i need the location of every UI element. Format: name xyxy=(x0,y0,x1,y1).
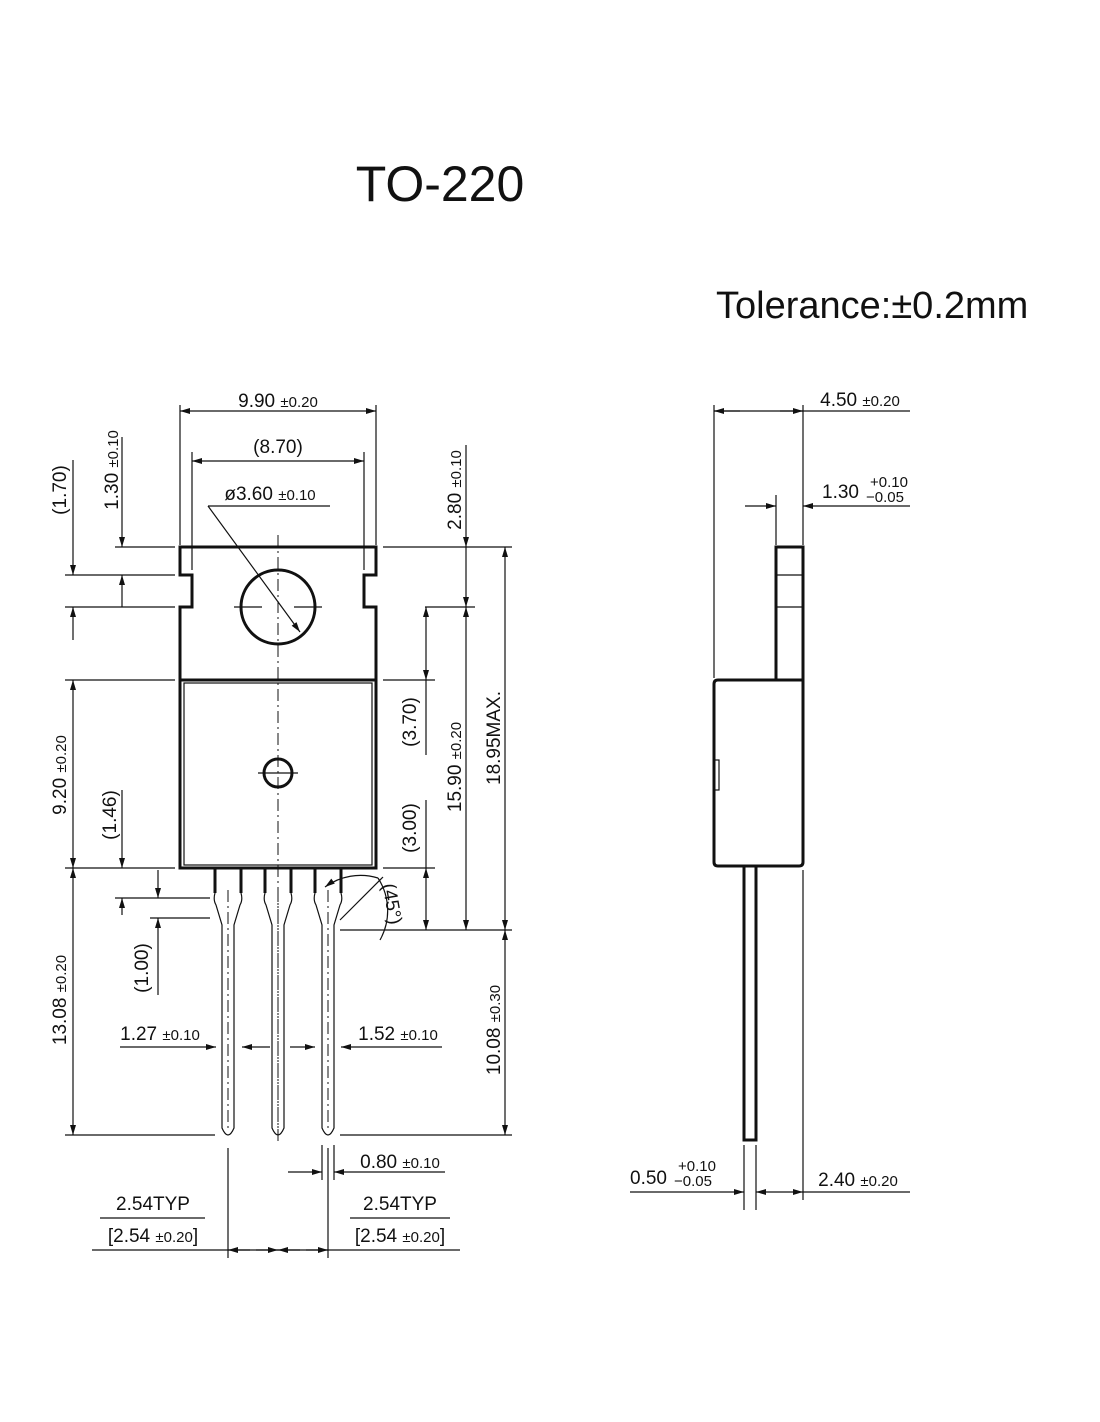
dim-lead-length: 13.08 ±0.20 xyxy=(50,955,71,1045)
side-lead xyxy=(742,864,758,1142)
dim-notch-ref: (1.70) xyxy=(50,465,71,515)
dim-lead-width-a: 1.27 ±0.10 xyxy=(120,1024,200,1045)
dim-pitch-right: [2.54 ±0.20] xyxy=(355,1226,445,1247)
dim-inner-width: (8.70) xyxy=(253,437,303,458)
dim-lead-tol-plus: +0.10 xyxy=(678,1158,716,1175)
dim-tab-thickness: 1.30 xyxy=(822,482,859,503)
body-outline xyxy=(178,678,378,870)
dim-lead-tip: 0.80 ±0.10 xyxy=(360,1152,440,1173)
dim-notch: 1.30 ±0.10 xyxy=(102,430,123,510)
dim-hole: ø3.60 ±0.10 xyxy=(224,484,315,505)
dim-lead-straight: 10.08 ±0.30 xyxy=(484,985,505,1075)
dim-hole-to-body: (3.70) xyxy=(400,697,421,747)
dim-lead-width-b: 1.52 ±0.10 xyxy=(358,1024,438,1045)
dim-tab-tol-plus: +0.10 xyxy=(870,474,908,491)
page-title: TO-220 xyxy=(356,156,525,212)
dim-angle: (45°) xyxy=(377,882,405,926)
dim-lead-step: (1.00) xyxy=(132,943,153,993)
side-view: 4.50 ±0.20 1.30 +0.10 −0.05 0.50 +0.10 −… xyxy=(630,390,910,1210)
dim-width: 9.90 ±0.20 xyxy=(238,391,318,412)
leads xyxy=(213,866,344,1137)
dim-body-to-lead-bend: (3.00) xyxy=(400,803,421,853)
dim-lead-thickness: 0.50 xyxy=(630,1168,667,1189)
dim-pitch-left: [2.54 ±0.20] xyxy=(108,1226,198,1247)
side-body xyxy=(712,678,805,868)
lead xyxy=(213,868,243,1136)
dim-body-to-bend: 15.90 ±0.20 xyxy=(445,722,466,812)
side-tab xyxy=(774,545,805,682)
dim-lead-tol-minus: −0.05 xyxy=(674,1173,712,1190)
dim-lead-offset: 2.40 ±0.20 xyxy=(818,1170,898,1191)
dim-lead-shoulder: (1.46) xyxy=(100,790,121,840)
dim-pitch-left-typ: 2.54TYP xyxy=(116,1194,190,1215)
dim-pitch-right-typ: 2.54TYP xyxy=(363,1194,437,1215)
dim-tab-tol-minus: −0.05 xyxy=(866,489,904,506)
dim-body-height: 9.20 ±0.20 xyxy=(50,735,71,815)
dim-thickness: 4.50 ±0.20 xyxy=(820,390,900,411)
dim-total-height: 18.95MAX. xyxy=(484,691,505,785)
dim-hole-offset: 2.80 ±0.10 xyxy=(445,450,466,530)
tolerance-note: Tolerance:±0.2mm xyxy=(716,285,1028,327)
front-view: 9.90 ±0.20 (8.70) ø3.60 ±0.10 (1.70) 1.3… xyxy=(50,391,512,1258)
